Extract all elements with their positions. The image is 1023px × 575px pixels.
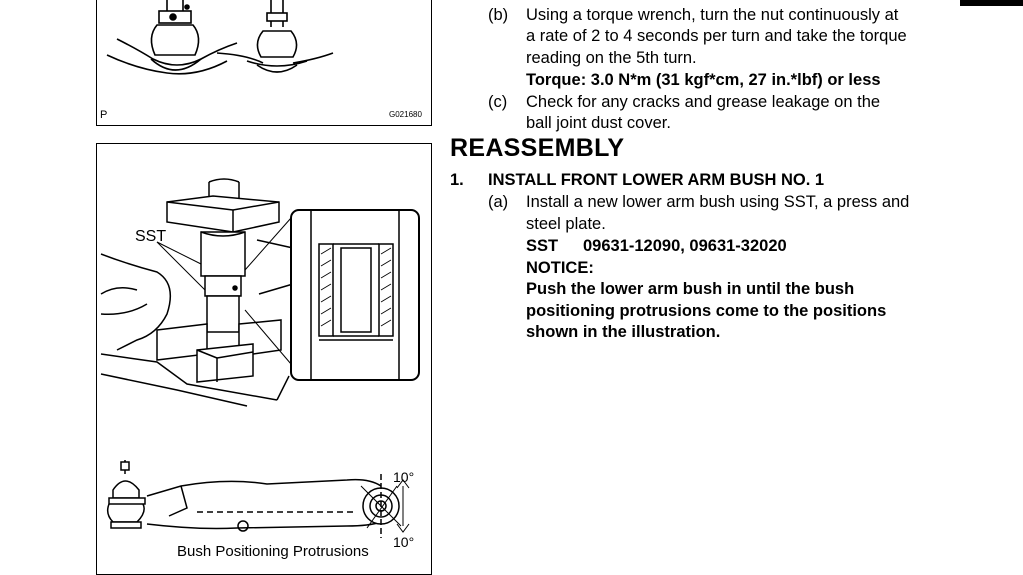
step-1-title: INSTALL FRONT LOWER ARM BUSH NO. 1 <box>488 171 825 189</box>
angle-top-label: 10° <box>393 469 415 485</box>
step-c-line-2: ball joint dust cover. <box>526 114 671 132</box>
step-1-number: 1. <box>450 171 464 189</box>
step-b-torque-spec: Torque: 3.0 N*m (31 kgf*cm, 27 in.*lbf) … <box>526 71 881 89</box>
notice-line-1: Push the lower arm bush in until the bus… <box>526 280 855 298</box>
sst-part-numbers: 09631-12090, 09631-32020 <box>583 237 787 255</box>
ball-joint-figure: P G021680 <box>96 0 432 126</box>
step-c-marker: (c) <box>488 93 508 111</box>
notice-line-2: positioning protrusions come to the posi… <box>526 302 887 320</box>
step-c-line-1: Check for any cracks and grease leakage … <box>526 93 881 111</box>
section-heading: REASSEMBLY <box>450 134 625 162</box>
figure-caption: Bush Positioning Protrusions <box>177 543 369 560</box>
notice-line-3: shown in the illustration. <box>526 323 721 341</box>
page-tab-marker <box>960 0 1023 6</box>
step-b-line-3: reading on the 5th turn. <box>526 49 697 67</box>
step-1a-line-1: Install a new lower arm bush using SST, … <box>526 193 910 211</box>
sst-label: SST <box>135 228 167 245</box>
step-b-line-1: Using a torque wrench, turn the nut cont… <box>526 6 899 24</box>
step-b-line-2: a rate of 2 to 4 seconds per turn and ta… <box>526 27 907 45</box>
notice-label: NOTICE: <box>526 259 594 277</box>
figure-corner-letter: P <box>100 109 108 121</box>
ball-joint-illustration <box>106 0 334 75</box>
angle-bottom-label: 10° <box>393 534 415 550</box>
step-b-marker: (b) <box>488 6 509 24</box>
figure-code: G021680 <box>389 110 422 119</box>
step-1a-marker: (a) <box>488 193 509 211</box>
bush-install-illustration <box>100 178 420 538</box>
step-1a-line-2: steel plate. <box>526 215 606 233</box>
bush-install-figure: SST 10° 10° Bush Positioning Protrusions <box>96 143 432 575</box>
sst-label-text: SST <box>526 237 559 255</box>
